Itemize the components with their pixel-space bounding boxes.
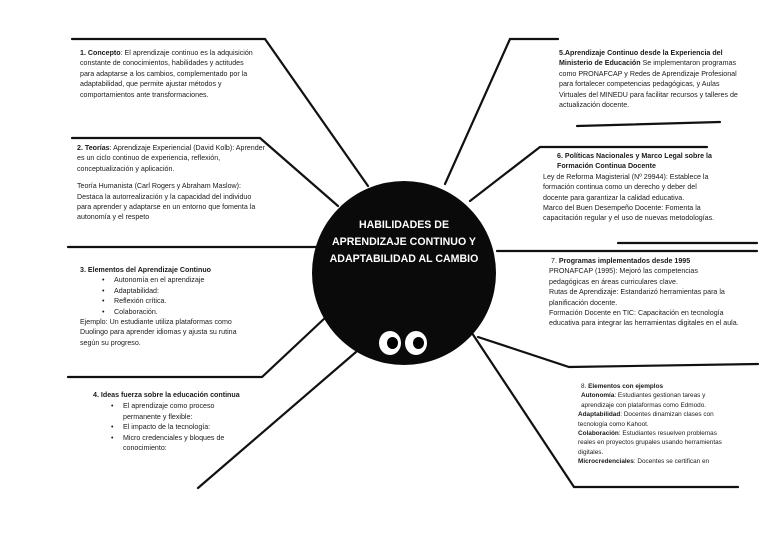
theories-text: : Aprendizaje Experiencial (David Kolb):… [77, 144, 265, 173]
example-text: : Estudiantes resuelven problemas reales… [578, 430, 722, 456]
ideas-heading: 4. Ideas fuerza sobre la educación conti… [93, 391, 240, 399]
list-item: Micro credenciales y bloques de conocimi… [107, 433, 253, 454]
programs-heading: Programas implementados desde 1995 [558, 257, 691, 265]
central-title: HABILIDADES DE APRENDIZAJE CONTINUO Y AD… [329, 219, 479, 265]
central-topic-circle: HABILIDADES DE APRENDIZAJE CONTINUO Y AD… [312, 181, 496, 365]
concept-block: 1. Concepto: El aprendizaje continuo es … [80, 48, 256, 100]
connector-line-2 [70, 136, 340, 208]
connector-line-5 [443, 37, 560, 186]
example-term: Colaboración [578, 430, 619, 438]
example-term: Autonomía [581, 392, 615, 400]
example-text: : Docentes se certifican en [633, 458, 710, 466]
elements-heading: 3. Elementos del Aprendizaje Continuo [80, 266, 211, 274]
elements-block: 3. Elementos del Aprendizaje Continuo Au… [80, 265, 252, 348]
list-item: El aprendizaje como proceso permanente y… [107, 401, 253, 422]
examples-heading: Elementos con ejemplos [588, 383, 664, 390]
connector-line-8b [460, 316, 740, 489]
concept-text: : El aprendizaje continuo es la adquisic… [80, 49, 253, 99]
policies-law-text: Ley de Reforma Magisterial (Nº 29944): E… [543, 172, 709, 202]
connector-line-1 [70, 37, 370, 188]
connector-line-8 [476, 335, 760, 369]
example-text: : Docentes dinamizan clases con tecnolog… [578, 411, 714, 428]
concept-heading: 1. Concepto [80, 49, 121, 57]
programs-block: 7. Programas implementados desde 1995 PR… [549, 256, 739, 329]
programs-number: 7. [551, 257, 559, 265]
example-term: Microcredenciales [578, 458, 634, 466]
programs-tic: Formación Docente en TIC: Capacitación e… [549, 309, 739, 328]
right-eye [405, 331, 427, 355]
connector-line-4b [196, 350, 358, 490]
ideas-block: 4. Ideas fuerza sobre la educación conti… [93, 390, 253, 453]
list-item: Reflexión crítica. [98, 296, 252, 307]
policies-block: 6. Políticas Nacionales y Marco Legal so… [543, 151, 719, 224]
example-text: : Estudiantes gestionan tareas y aprendi… [581, 392, 707, 409]
programs-pronafcap: PRONAFCAP (1995): Mejoró las competencia… [549, 267, 698, 286]
ministry-heading: 5.Aprendizaje Continuo desde la Experien… [559, 49, 723, 68]
left-eye [379, 331, 401, 355]
examples-block: 8. Elementos con ejemplos Autonomía: Est… [578, 382, 728, 467]
connector-line-4 [66, 315, 328, 379]
ministry-block: 5.Aprendizaje Continuo desde la Experien… [559, 48, 739, 110]
connector-line-6b [468, 145, 542, 203]
connector-line-5b [575, 120, 722, 128]
examples-number: 8. [581, 383, 589, 390]
policies-framework-text: Marco del Buen Desempeño Docente: Foment… [543, 204, 715, 223]
ministry-text: Se implementaron programas como PRONAFCA… [559, 59, 738, 110]
list-item: Adaptabilidad: [98, 286, 252, 297]
theories-heading: 2. Teorías [77, 144, 110, 152]
programs-rutas: Rutas de Aprendizaje: Estandarizó herram… [549, 288, 725, 307]
policies-heading: 6. Políticas Nacionales y Marco Legal so… [557, 152, 712, 171]
theories-block: 2. Teorías: Aprendizaje Experiencial (Da… [77, 143, 265, 223]
list-item: Colaboración. [98, 307, 252, 318]
elements-example: Ejemplo: Un estudiante utiliza plataform… [80, 318, 237, 347]
cartoon-eyes-icon [379, 331, 429, 357]
list-item: El impacto de la tecnología: [107, 422, 253, 433]
list-item: Autonomía en el aprendizaje [98, 275, 252, 286]
humanist-theory-text: Teoría Humanista (Carl Rogers y Abraham … [77, 182, 256, 222]
example-term: Adaptabilidad [578, 411, 621, 419]
